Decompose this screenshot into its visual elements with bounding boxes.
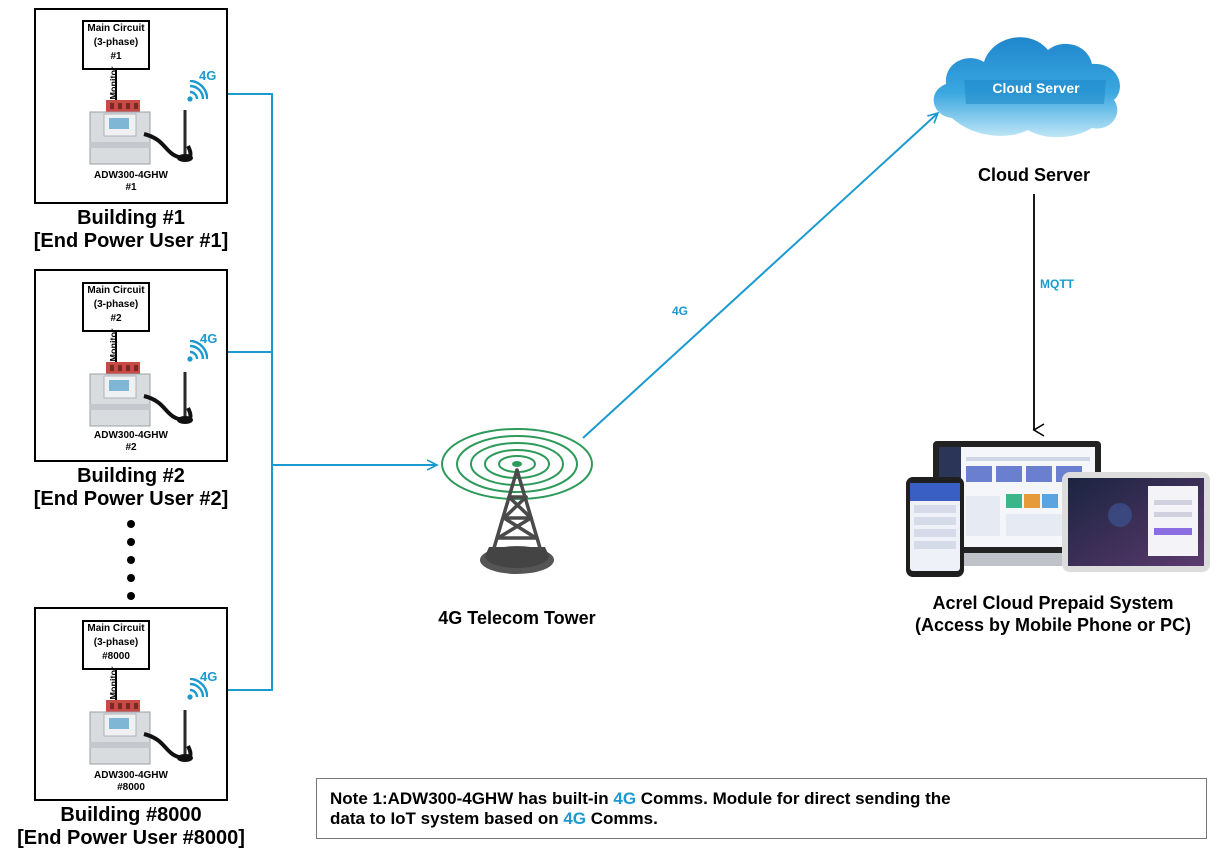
system-access-note: (Access by Mobile Phone or PC) [914,615,1192,635]
meter-icon [89,100,193,165]
monitor-label: Monitor [108,666,119,700]
system-caption: Acrel Cloud Prepaid System (Access by Mo… [884,592,1222,636]
building-caption: Building #8000 [End Power User #8000] [4,804,258,850]
signal-4g-label: 4G [199,68,217,83]
building-links [213,93,437,691]
monitor-line [115,70,117,102]
circuit-phase: (3-phase) [93,37,139,48]
tower-caption: 4G Telecom Tower [438,608,596,628]
monitor-label: Monitor [108,328,119,362]
building-caption: Building #2 [End Power User #2] [14,465,248,511]
building-name: Building #2 [77,465,185,487]
devices-icon [906,441,1210,577]
wifi-signal-icon [187,80,208,102]
wifi-signal-icon [187,340,208,362]
wifi-signal-icon [187,678,208,700]
main-circuit-box: Main Circuit (3-phase) #1 [82,20,150,70]
meter-model: ADW300-4GHW [94,170,168,181]
building-name: Building #1 [77,207,185,229]
cloud-icon [933,37,1120,138]
mqtt-label: MQTT [1040,277,1074,291]
monitor-line [115,670,117,702]
circuit-number: #8000 [102,651,130,662]
meter-icon [89,700,193,765]
circuit-title: Main Circuit [87,23,145,34]
note-box: Note 1:ADW300-4GHW has built-in 4G Comms… [316,778,1207,839]
meter-model: ADW300-4GHW [94,430,168,441]
signal-4g-label: 4G [200,669,218,684]
circuit-number: #1 [110,51,122,62]
tower-to-cloud-label: 4G [672,304,689,318]
monitor-line [115,332,117,364]
end-user-label: [End Power User #8000] [17,827,245,849]
ellipsis-dots [127,520,135,600]
meter-label: ADW300-4GHW #1 [76,170,186,194]
building-caption: Building #1 [End Power User #1] [14,207,248,253]
signal-4g-label: 4G [200,331,218,346]
meter-model: ADW300-4GHW [94,770,168,781]
meter-icon [89,362,193,427]
end-user-label: [End Power User #1] [33,230,229,252]
circuit-phase: (3-phase) [93,299,139,310]
meter-label: ADW300-4GHW #8000 [76,770,186,794]
circuit-number: #2 [110,313,122,324]
circuit-title: Main Circuit [87,623,145,634]
note-text-2: Comms. Module for direct sending the [636,789,951,808]
note-text-4: Comms. [586,809,658,828]
building-name: Building #8000 [60,804,202,826]
note-text-3: data to IoT system based on [330,809,564,828]
meter-number: #1 [125,182,137,193]
meter-number: #2 [125,442,137,453]
system-title: Acrel Cloud Prepaid System [932,593,1174,613]
meter-number: #8000 [117,782,145,793]
end-user-label: [End Power User #2] [33,488,229,510]
circuit-phase: (3-phase) [93,637,139,648]
circuit-title: Main Circuit [87,285,145,296]
note-highlight-4g: 4G [613,789,637,808]
cloud-server-caption: Cloud Server [977,165,1091,185]
main-circuit-box: Main Circuit (3-phase) #8000 [82,620,150,670]
note-text-1: Note 1:ADW300-4GHW has built-in [330,789,614,808]
monitor-label: Monitor [108,66,119,100]
tower-icon [441,428,593,574]
cloud-inner-label: Cloud Server [992,80,1080,96]
tower-to-cloud-link [582,113,938,439]
main-circuit-box: Main Circuit (3-phase) #2 [82,282,150,332]
meter-label: ADW300-4GHW #2 [76,430,186,454]
note-highlight-4g: 4G [563,809,587,828]
